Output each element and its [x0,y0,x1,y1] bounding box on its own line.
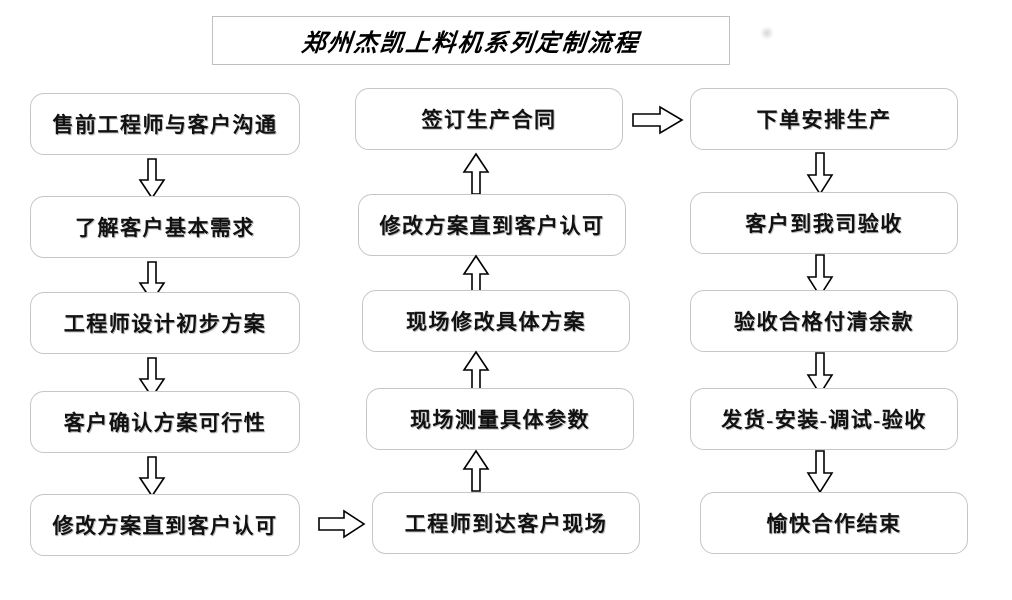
arrow-up-m2-m1 [462,152,490,196]
node-r4-label: 发货-安装-调试-验收 [721,408,927,432]
node-l5[interactable]: 修改方案直到客户认可 [30,494,300,556]
node-m4[interactable]: 现场测量具体参数 [366,388,634,450]
node-l5-label: 修改方案直到客户认可 [52,514,278,538]
node-r2-label: 客户到我司验收 [745,212,903,236]
node-l1[interactable]: 售前工程师与客户沟通 [30,93,300,155]
node-m3-label: 现场修改具体方案 [406,310,586,334]
arrow-up-m5-m4 [462,449,490,493]
node-l3-label: 工程师设计初步方案 [63,312,267,336]
arrow-down-l4-l5 [138,456,166,498]
arrow-down-r1-r2 [806,152,834,196]
node-r1[interactable]: 下单安排生产 [690,88,958,150]
scan-speck [760,26,774,40]
diagram-title-box: 郑州杰凯上料机系列定制流程 [212,16,730,65]
node-r3-label: 验收合格付清余款 [734,310,914,334]
node-m3[interactable]: 现场修改具体方案 [362,290,630,352]
node-r4[interactable]: 发货-安装-调试-验收 [690,388,958,450]
node-m2[interactable]: 修改方案直到客户认可 [358,194,626,256]
arrow-right-m1-r1 [632,104,684,136]
node-r5-label: 愉快合作结束 [766,512,902,536]
arrow-down-l1-l2 [138,158,166,200]
node-m5[interactable]: 工程师到达客户现场 [372,492,640,554]
node-r1-label: 下单安排生产 [756,108,892,132]
arrow-down-r4-r5 [806,450,834,494]
node-m1-label: 签订生产合同 [421,108,557,132]
node-l4[interactable]: 客户确认方案可行性 [30,391,300,453]
arrow-right-l5-m5 [318,508,366,540]
node-m2-label: 修改方案直到客户认可 [379,214,605,238]
node-l1-label: 售前工程师与客户沟通 [52,113,278,137]
node-r3[interactable]: 验收合格付清余款 [690,290,958,352]
node-l2[interactable]: 了解客户基本需求 [30,196,300,258]
node-m1[interactable]: 签订生产合同 [355,88,623,150]
node-l2-label: 了解客户基本需求 [75,216,255,240]
diagram-title: 郑州杰凯上料机系列定制流程 [300,31,641,57]
node-l3[interactable]: 工程师设计初步方案 [30,292,300,354]
node-m4-label: 现场测量具体参数 [410,408,590,432]
node-r2[interactable]: 客户到我司验收 [690,192,958,254]
node-r5[interactable]: 愉快合作结束 [700,492,968,554]
node-m5-label: 工程师到达客户现场 [404,512,608,536]
node-l4-label: 客户确认方案可行性 [63,411,267,435]
